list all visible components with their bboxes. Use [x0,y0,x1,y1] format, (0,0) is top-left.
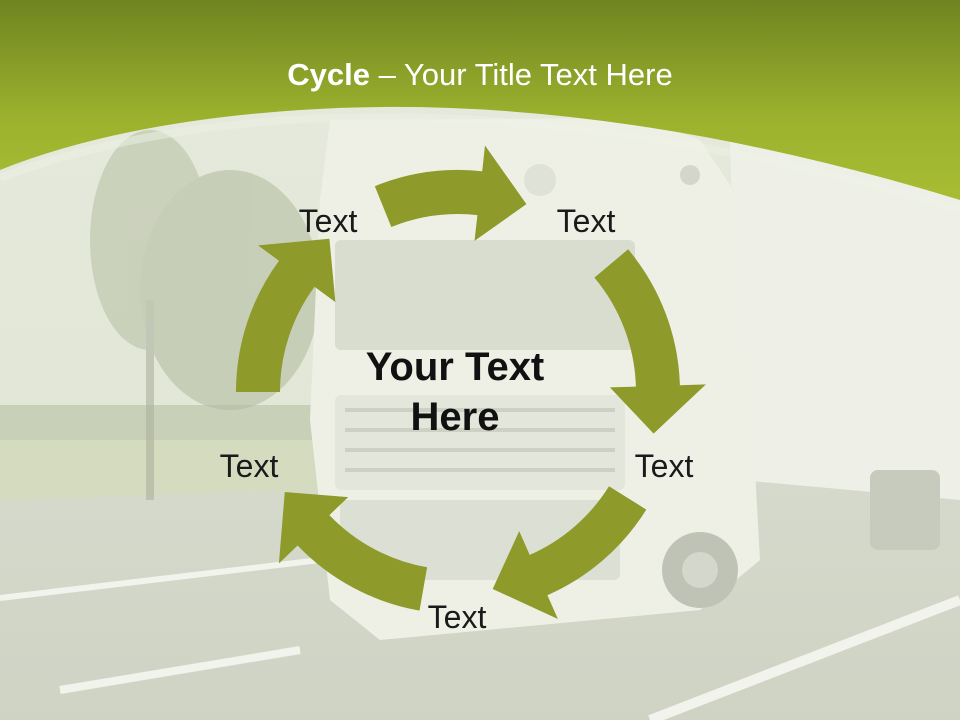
cycle-arrow-top [374,145,527,241]
header-banner [0,0,960,214]
cycle-node-label-right: Text [634,448,694,484]
cycle-node-label-top-left: Text [298,203,358,239]
cycle-arrow-left [236,238,336,392]
slide-title: Cycle – Your Title Text Here [0,52,960,98]
cycle-arrow-right [594,249,706,434]
center-text-line-2: Here [410,395,500,439]
cycle-node-label-bottom: Text [427,599,487,635]
center-text-line-1: Your Text [365,345,545,389]
title-bold: Cycle [287,57,370,92]
cycle-arrow-bottom-left [278,492,428,611]
title-rest: – Your Title Text Here [370,57,673,92]
cycle-node-label-left: Text [219,448,279,484]
cycle-node-label-top-right: Text [556,203,616,239]
cycle-arrow-bottom-right [492,486,647,619]
center-text: Your Text Here [315,342,595,442]
